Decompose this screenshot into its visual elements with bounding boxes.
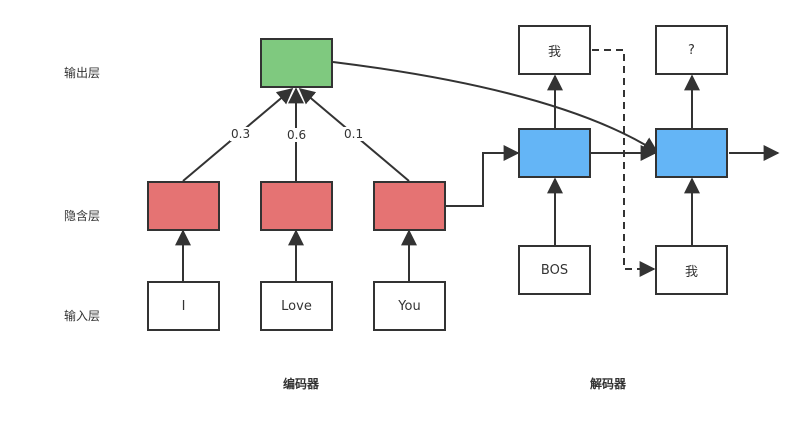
attention-weight-2: 0.6 bbox=[286, 128, 308, 142]
decoder-hidden-node-1 bbox=[518, 128, 591, 178]
layer-label-hidden: 隐含层 bbox=[64, 209, 101, 223]
section-label-decoder: 解码器 bbox=[590, 377, 627, 391]
edge-encoder-to-decoder bbox=[446, 145, 520, 207]
encoder-input-node-2: Love bbox=[260, 281, 333, 331]
encoder-hidden-node-2 bbox=[260, 181, 333, 231]
encoder-hidden-node-3 bbox=[373, 181, 446, 231]
attention-weight-3: 0.1 bbox=[343, 127, 365, 141]
decoder-output-node-1: 我 bbox=[518, 25, 591, 75]
decoder-input-node-2: 我 bbox=[655, 245, 728, 295]
decoder-output-node-2: ? bbox=[655, 25, 728, 75]
decoder-input-node-1: BOS bbox=[518, 245, 591, 295]
section-label-encoder: 编码器 bbox=[283, 377, 320, 391]
layer-label-output: 输出层 bbox=[64, 66, 101, 80]
encoder-output-node bbox=[260, 38, 333, 88]
attention-weight-1: 0.3 bbox=[230, 127, 252, 141]
layer-label-input: 输入层 bbox=[64, 309, 101, 323]
decoder-hidden-node-2 bbox=[655, 128, 728, 178]
encoder-hidden-node-1 bbox=[147, 181, 220, 231]
encoder-input-node-1: I bbox=[147, 281, 220, 331]
encoder-input-node-3: You bbox=[373, 281, 446, 331]
edge-feedback-dashed bbox=[592, 49, 656, 277]
edge-output-to-decoder-hidden-2 bbox=[332, 61, 659, 153]
